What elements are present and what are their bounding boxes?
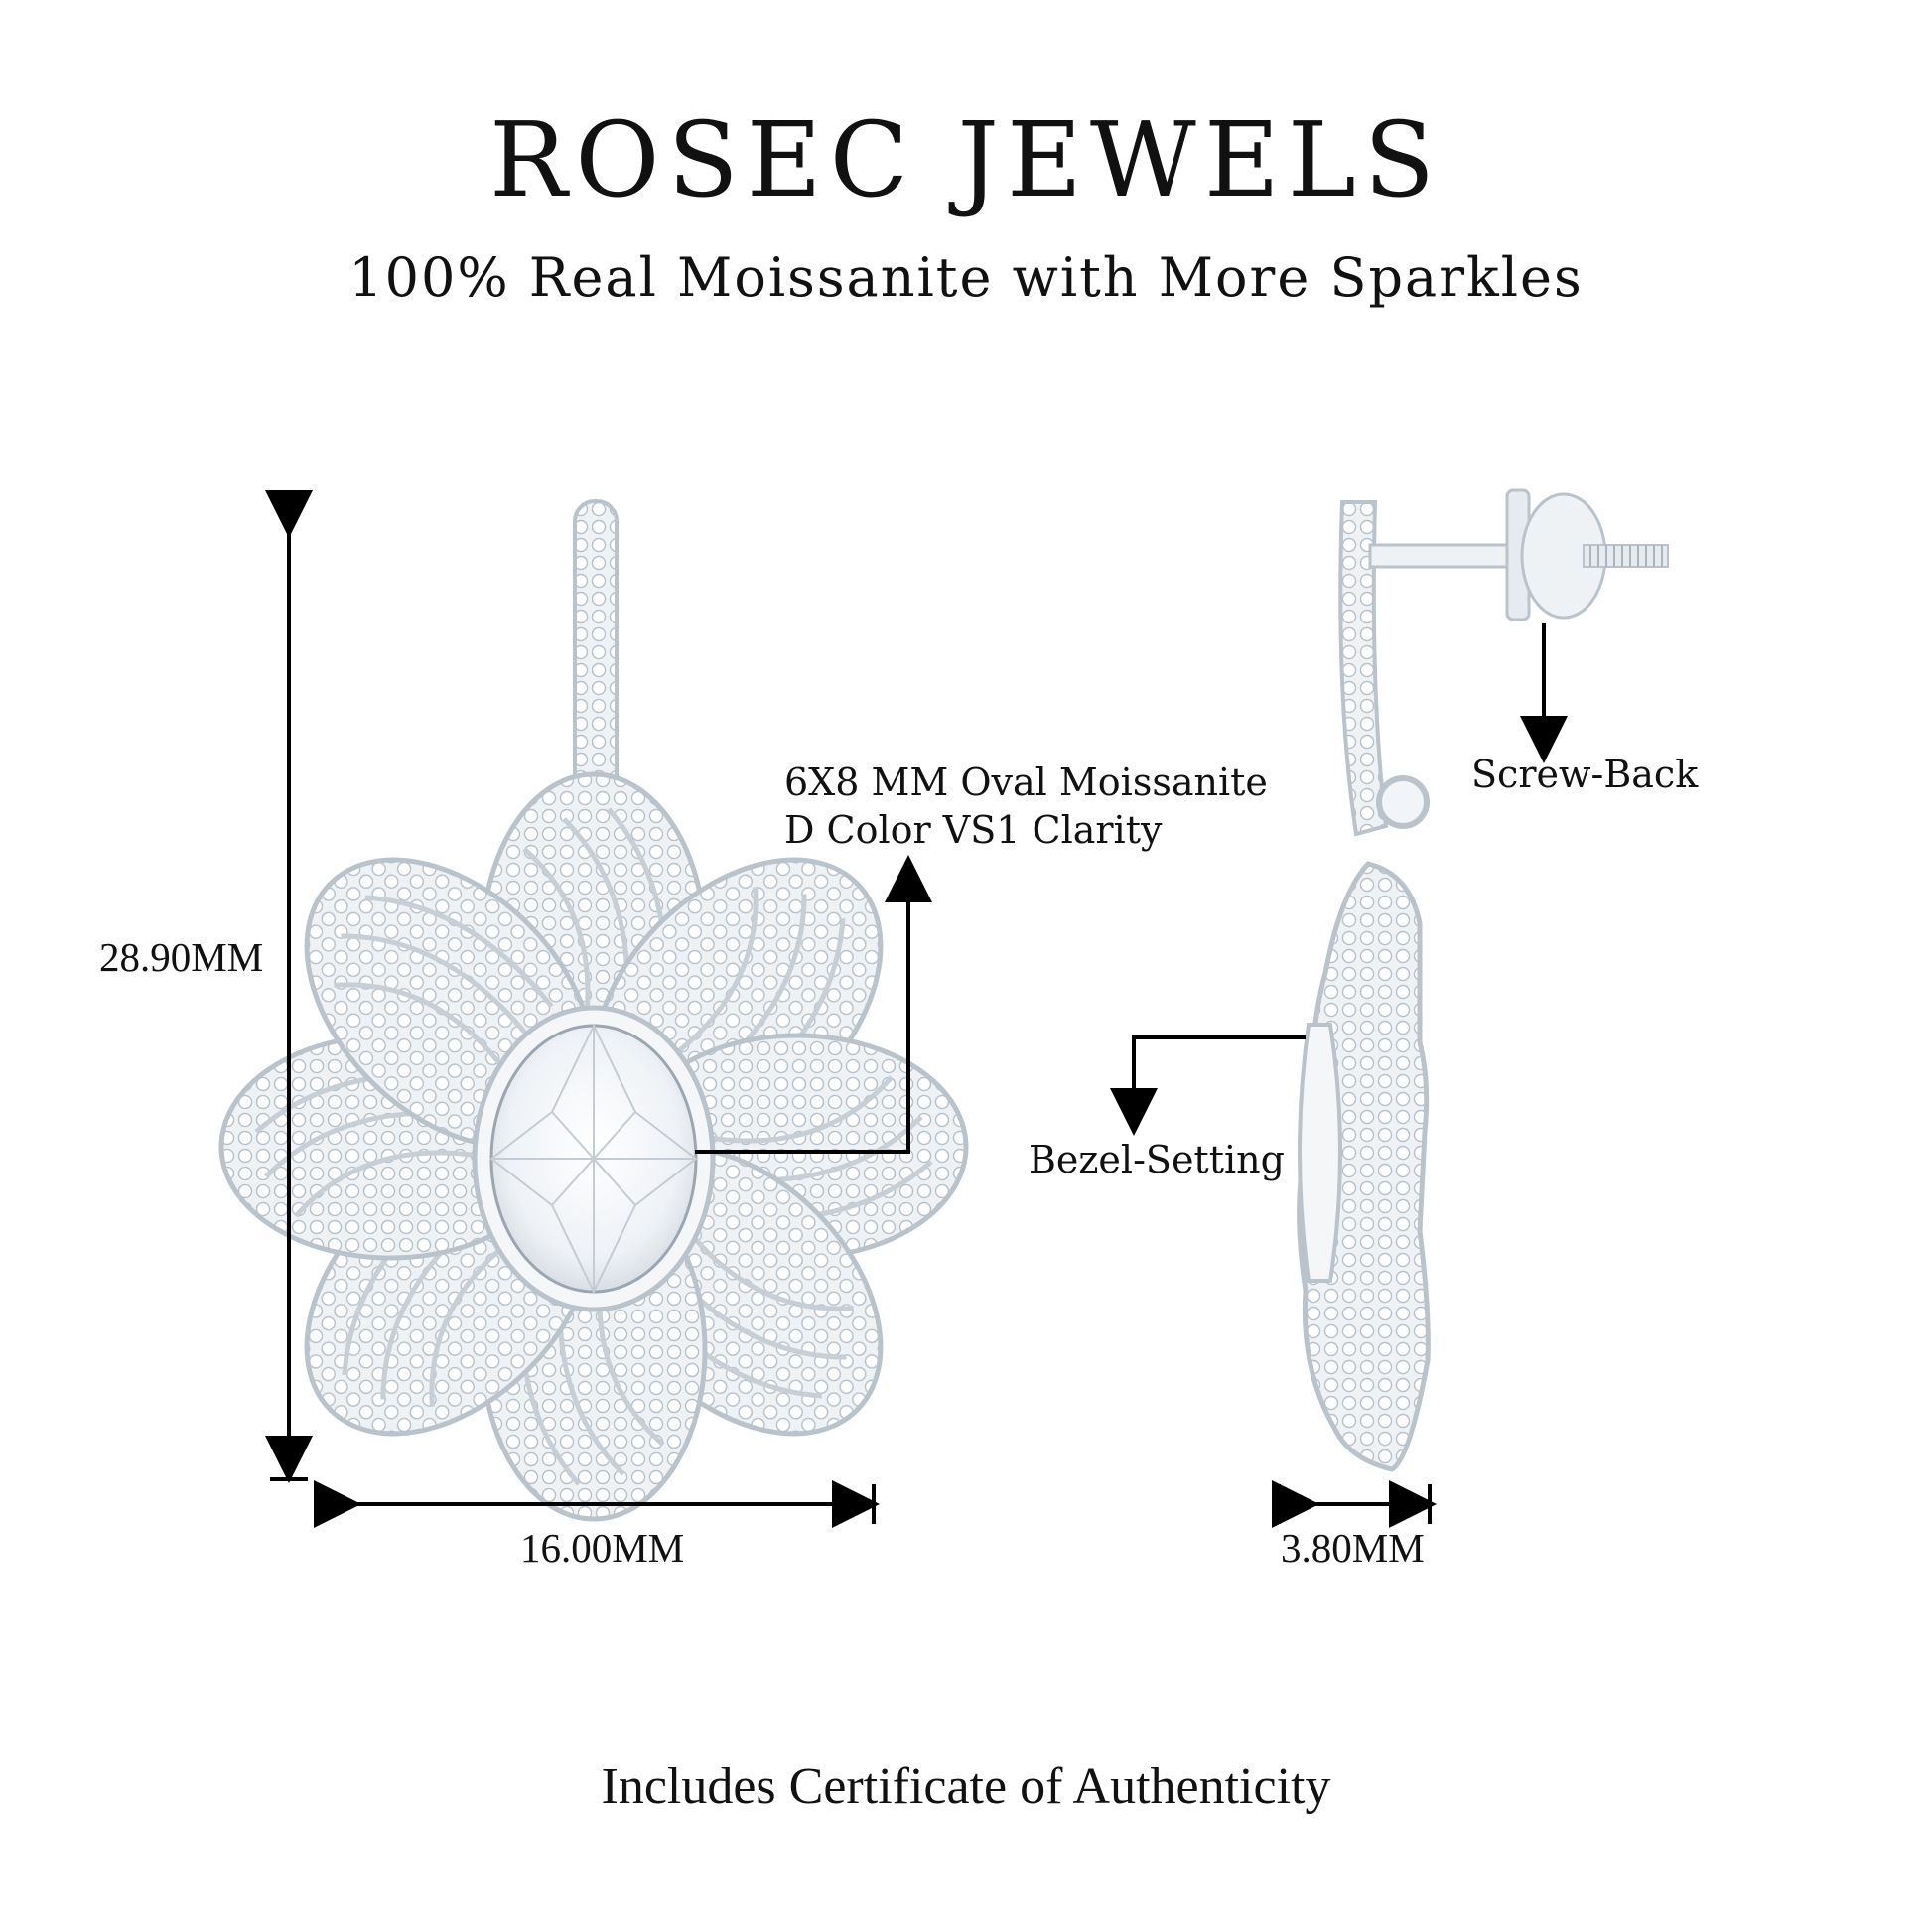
screw-thread: [1583, 544, 1669, 568]
side-bezel: [1298, 1023, 1342, 1283]
stone-callout-line2: D Color VS1 Clarity: [784, 808, 1163, 852]
front-earring: [221, 499, 966, 1519]
tagline: 100% Real Moissanite with More Sparkles: [348, 246, 1584, 309]
footer-text: Includes Certificate of Authenticity: [601, 1758, 1331, 1815]
side-earring: [1297, 488, 1669, 1472]
side-loop: [1376, 775, 1430, 829]
depth-label: 3.80MM: [1281, 1525, 1425, 1571]
brand-title: ROSEC JEWELS: [488, 99, 1444, 220]
post: [1368, 543, 1521, 569]
stone-facets: [489, 1023, 698, 1295]
stone-callout-line: [695, 855, 932, 1154]
bezel-callout-line: [1110, 1035, 1306, 1136]
screw-back-label: Screw-Back: [1471, 753, 1699, 796]
width-label: 16.00MM: [520, 1525, 685, 1571]
side-bar: [1338, 500, 1389, 837]
bezel-label: Bezel-Setting: [1029, 1138, 1285, 1181]
stone-callout-line1: 6X8 MM Oval Moissanite: [784, 760, 1268, 804]
dimension-lines: [265, 490, 1568, 1528]
height-label: 28.90MM: [99, 934, 264, 980]
